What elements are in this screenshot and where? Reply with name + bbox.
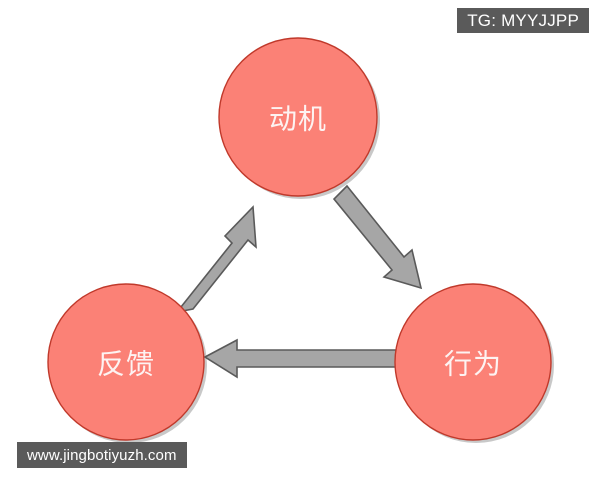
node-label-motivation: 动机 — [269, 103, 327, 136]
tg-watermark-badge: TG: MYYJJPP — [457, 8, 589, 33]
node-circle-behavior[interactable] — [394, 283, 552, 441]
node-behavior[interactable]: 行为 — [394, 283, 552, 441]
arrow-feedback-to-motivation — [175, 205, 257, 314]
node-circle-motivation[interactable] — [218, 37, 378, 197]
node-motivation[interactable]: 动机 — [218, 37, 378, 197]
site-watermark-badge: www.jingbotiyuzh.com — [17, 442, 187, 468]
edge-motivation-to-behavior[interactable] — [332, 184, 423, 290]
node-label-feedback: 反馈 — [97, 348, 155, 381]
node-circle-feedback[interactable] — [47, 283, 205, 441]
node-feedback[interactable]: 反馈 — [47, 283, 205, 441]
node-label-behavior: 行为 — [444, 348, 502, 381]
edge-behavior-to-feedback[interactable] — [203, 338, 397, 379]
edge-feedback-to-motivation[interactable] — [175, 205, 257, 314]
arrow-behavior-to-feedback — [203, 338, 397, 379]
arrow-motivation-to-behavior — [332, 184, 423, 290]
